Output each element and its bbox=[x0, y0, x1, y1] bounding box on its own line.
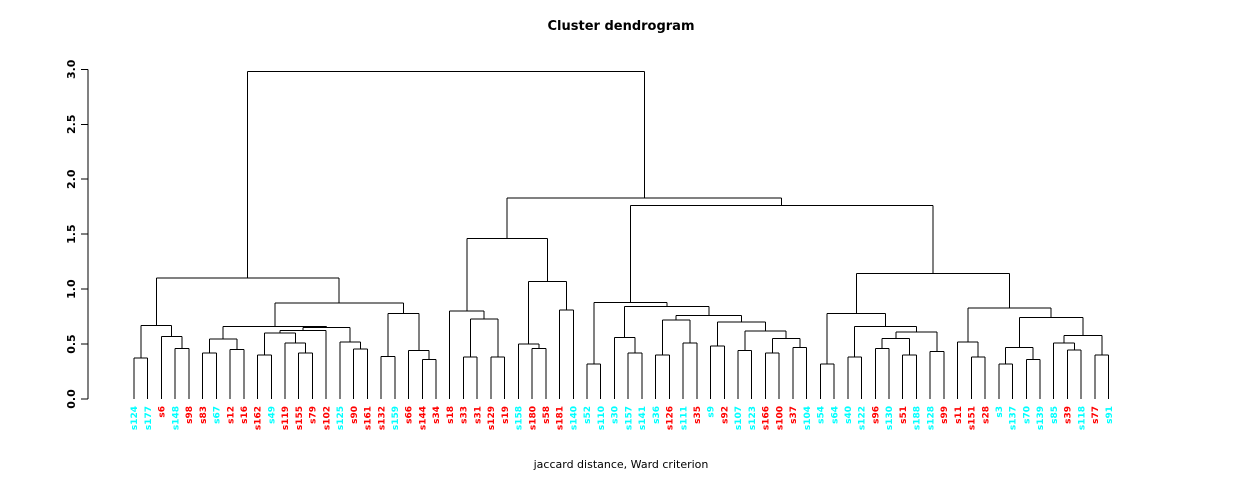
leaf-label: s100 bbox=[775, 406, 785, 430]
y-axis-tick-label: 0.0 bbox=[65, 389, 78, 409]
leaf-label: s124 bbox=[130, 406, 140, 430]
leaf-label: s30 bbox=[611, 406, 621, 424]
leaf-label: s37 bbox=[789, 406, 799, 424]
leaf-label: s123 bbox=[748, 406, 758, 430]
leaf-label: s107 bbox=[734, 406, 744, 430]
leaf-label: s159 bbox=[391, 406, 401, 430]
leaf-label: s155 bbox=[295, 406, 305, 430]
leaf-label: s130 bbox=[885, 406, 895, 430]
leaf-label: s91 bbox=[1105, 406, 1115, 424]
leaf-label: s128 bbox=[926, 406, 936, 430]
x-axis-label: jaccard distance, Ward criterion bbox=[533, 458, 709, 471]
leaf-label: s6 bbox=[158, 406, 168, 418]
dendrogram-branches bbox=[133, 70, 1110, 399]
y-axis-tick-label: 0.5 bbox=[65, 334, 78, 354]
leaf-label: s18 bbox=[446, 406, 456, 424]
leaf-label: s12 bbox=[226, 406, 236, 424]
leaf-label: s3 bbox=[995, 406, 1005, 418]
leaf-label: s110 bbox=[597, 406, 607, 430]
leaf-label: s28 bbox=[981, 406, 991, 424]
leaf-label: s188 bbox=[913, 406, 923, 430]
leaf-label: s181 bbox=[556, 406, 566, 430]
y-axis-tick-label: 2.0 bbox=[65, 169, 78, 189]
leaf-label: s85 bbox=[1050, 406, 1060, 424]
y-axis-tick-label: 2.5 bbox=[65, 115, 78, 135]
leaf-label: s51 bbox=[899, 406, 909, 424]
leaf-label: s151 bbox=[968, 406, 978, 430]
leaf-label: s9 bbox=[707, 406, 717, 418]
leaf-label: s40 bbox=[844, 406, 854, 424]
leaf-label: s144 bbox=[418, 406, 428, 430]
leaf-label: s33 bbox=[460, 406, 470, 424]
leaf-label: s49 bbox=[267, 406, 277, 424]
leaf-label: s36 bbox=[652, 406, 662, 424]
leaf-label: s111 bbox=[679, 406, 689, 430]
leaf-label: s64 bbox=[830, 406, 840, 424]
leaf-label: s118 bbox=[1077, 406, 1087, 430]
leaf-label: s31 bbox=[473, 406, 483, 424]
leaf-label: s67 bbox=[213, 406, 223, 424]
leaf-label: s180 bbox=[528, 406, 538, 430]
leaf-label: s90 bbox=[350, 406, 360, 424]
leaf-label: s126 bbox=[666, 406, 676, 430]
chart-title: Cluster dendrogram bbox=[547, 19, 694, 34]
leaf-label: s158 bbox=[515, 406, 525, 430]
leaf-label: s77 bbox=[1091, 406, 1101, 424]
leaf-label: s39 bbox=[1064, 406, 1074, 424]
leaf-label: s34 bbox=[432, 406, 442, 424]
leaf-label: s98 bbox=[185, 406, 195, 424]
leaf-label: s137 bbox=[1009, 406, 1019, 430]
leaf-label: s157 bbox=[624, 406, 634, 430]
leaf-label: s162 bbox=[254, 406, 264, 430]
leaf-label: s119 bbox=[281, 406, 291, 430]
leaf-label: s35 bbox=[693, 406, 703, 424]
leaf-label: s132 bbox=[377, 406, 387, 430]
leaf-label: s148 bbox=[171, 406, 181, 430]
leaf-label: s104 bbox=[803, 406, 813, 430]
leaf-label: s58 bbox=[542, 406, 552, 424]
y-axis: 0.0 0.5 1.0 1.5 2.0 2.5 3.0 bbox=[65, 59, 89, 409]
leaf-label: s177 bbox=[144, 406, 154, 430]
leaf-label: s129 bbox=[487, 406, 497, 430]
leaf-label: s54 bbox=[817, 406, 827, 424]
leaf-label: s19 bbox=[501, 406, 511, 424]
leaf-label: s92 bbox=[720, 406, 730, 424]
leaf-label: s52 bbox=[583, 406, 593, 424]
leaf-label: s83 bbox=[199, 406, 209, 424]
leaf-label: s16 bbox=[240, 406, 250, 424]
leaf-label: s161 bbox=[364, 406, 374, 430]
y-axis-tick-label: 3.0 bbox=[65, 59, 78, 79]
y-axis-tick-label: 1.5 bbox=[65, 224, 78, 244]
y-axis-tick-label: 1.0 bbox=[65, 279, 78, 299]
leaf-label: s139 bbox=[1036, 406, 1046, 430]
leaf-label: s96 bbox=[871, 406, 881, 424]
leaf-label: s79 bbox=[309, 406, 319, 424]
leaf-label: s99 bbox=[940, 406, 950, 424]
leaf-label: s166 bbox=[762, 406, 772, 430]
leaf-label: s125 bbox=[336, 406, 346, 430]
leaf-label: s122 bbox=[858, 406, 868, 430]
leaf-label: s70 bbox=[1022, 406, 1032, 424]
leaf-label: s11 bbox=[954, 406, 964, 424]
leaf-label: s102 bbox=[322, 406, 332, 430]
leaf-label: s66 bbox=[405, 406, 415, 424]
leaf-label: s141 bbox=[638, 406, 648, 430]
leaf-label: s140 bbox=[569, 406, 579, 430]
